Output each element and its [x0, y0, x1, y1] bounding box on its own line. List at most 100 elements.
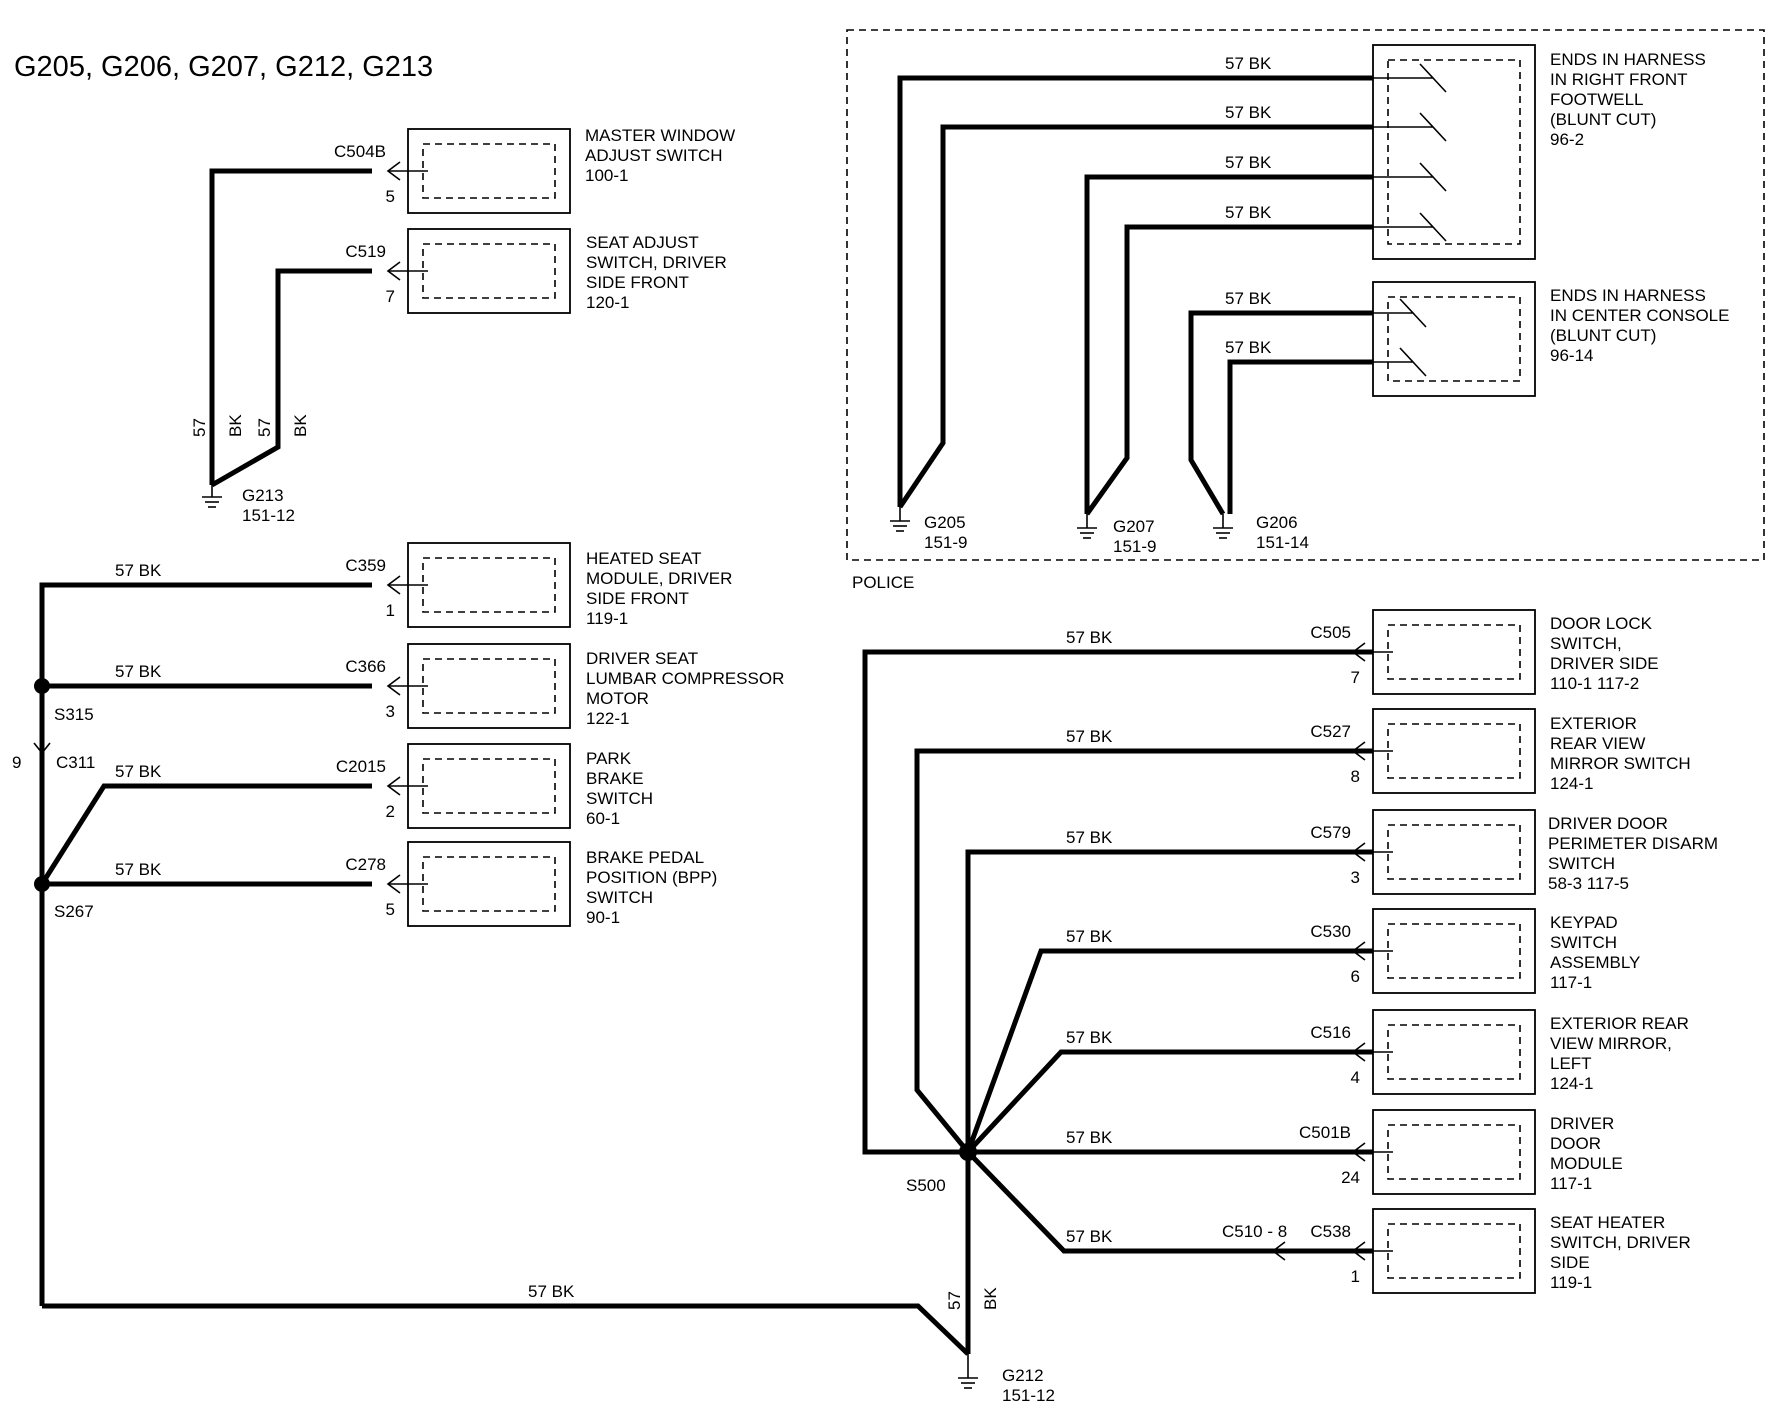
component-box [1372, 1109, 1536, 1195]
component-label-line: LEFT [1550, 1054, 1592, 1073]
s500-circuit: S500 G212 151-12 57 BK C510 - 8 [862, 649, 1373, 1405]
wire-color-code-label: 57 BK [1225, 103, 1272, 122]
connector-pin: 5 [386, 900, 395, 919]
component-label-line: DOOR [1550, 1134, 1601, 1153]
component-label-line: DOOR LOCK [1550, 614, 1653, 633]
svg-text:FOOTWELL: FOOTWELL [1550, 90, 1644, 109]
connector-label: C359 [345, 556, 386, 575]
component-box [1372, 1009, 1536, 1095]
connector-pin: 24 [1341, 1168, 1360, 1187]
component-label-line: 117-1 [1550, 973, 1592, 992]
wire-color-code-label: 57 BK [115, 860, 162, 879]
connector-label: C579 [1310, 823, 1351, 842]
component-box [407, 841, 571, 927]
connector-label: C538 [1310, 1222, 1351, 1241]
component-label-line: SIDE FRONT [586, 273, 689, 292]
connector-pin: 1 [386, 601, 395, 620]
component-label-line: SIDE FRONT [586, 589, 689, 608]
connector-pin: 4 [1351, 1068, 1360, 1087]
component-label-line: VIEW MIRROR, [1550, 1034, 1672, 1053]
component-box [407, 743, 571, 829]
splice-s500 [959, 1143, 977, 1161]
wire-door-lock [862, 649, 1373, 1155]
wire-g207-b [1084, 224, 1373, 516]
connector-pin: 5 [386, 187, 395, 206]
wire-seat-adjust [210, 268, 372, 488]
svg-text:96-2: 96-2 [1550, 130, 1584, 149]
svg-text:96-14: 96-14 [1550, 346, 1593, 365]
component-inner-dashed [1387, 824, 1521, 880]
wire-color-code-label: 57 BK [1066, 927, 1113, 946]
component-label-line: DRIVER [1550, 1114, 1614, 1133]
connector-label: C505 [1310, 623, 1351, 642]
connector-label: C501B [1299, 1123, 1351, 1142]
component-label-line: SWITCH, DRIVER [586, 253, 727, 272]
component-label-line: MODULE, DRIVER [586, 569, 732, 588]
component-box [407, 228, 571, 314]
component-label-line: SEAT HEATER [1550, 1213, 1665, 1232]
component-inner-dashed [422, 557, 556, 613]
component-label-line: SWITCH, DRIVER [1550, 1233, 1691, 1252]
ground-symbol [202, 485, 222, 508]
wire-id-label: 57 [945, 1291, 964, 1310]
component-label-line: 110-1 117-2 [1550, 674, 1639, 693]
wire-g207-a [1084, 174, 1373, 514]
connector-label: C366 [345, 657, 386, 676]
component-box [1372, 1208, 1536, 1294]
ground-ref-g205: 151-9 [924, 533, 967, 552]
wire-g205-a [897, 75, 1373, 507]
component-label-rf-footwell: ENDS IN HARNESS IN RIGHT FRONT FOOTWELL … [1550, 50, 1706, 149]
component-inner-dashed [422, 758, 556, 814]
component-label-line: EXTERIOR [1550, 714, 1637, 733]
component-label-line: BRAKE [586, 769, 644, 788]
ground-label-g207: G207 [1113, 517, 1155, 536]
component-label-line: MIRROR SWITCH [1550, 754, 1691, 773]
connector-label: C519 [345, 242, 386, 261]
component-inner-dashed [1387, 624, 1521, 680]
connector-label: C516 [1310, 1023, 1351, 1042]
ground-ref-g206: 151-14 [1256, 533, 1309, 552]
component-label-line: 124-1 [1550, 1074, 1593, 1093]
connector-pin: 7 [386, 287, 395, 306]
ground-symbol [958, 1354, 978, 1389]
component-label-line: REAR VIEW [1550, 734, 1645, 753]
component-label-line: 122-1 [586, 709, 629, 728]
connector-pin: 7 [1351, 668, 1360, 687]
svg-text:IN RIGHT FRONT: IN RIGHT FRONT [1550, 70, 1688, 89]
component-label-line: HEATED SEAT [586, 549, 702, 568]
wire-color-label: BK [291, 414, 310, 437]
ground-symbol [890, 507, 910, 532]
component-label-line: LUMBAR COMPRESSOR [586, 669, 784, 688]
component-label-line: DRIVER SEAT [586, 649, 698, 668]
connector-label: C530 [1310, 922, 1351, 941]
component-label-center-console: ENDS IN HARNESS IN CENTER CONSOLE (BLUNT… [1550, 286, 1729, 365]
splice-s315 [34, 678, 50, 694]
svg-text:(BLUNT CUT): (BLUNT CUT) [1550, 110, 1656, 129]
wire-color-code-label: 57 BK [1066, 628, 1113, 647]
connector-pin: 6 [1351, 967, 1360, 986]
connector-label-c311: C311 [56, 753, 95, 772]
svg-text:ENDS IN HARNESS: ENDS IN HARNESS [1550, 50, 1706, 69]
wire-color-code-label: 57 BK [115, 762, 162, 781]
component-box [1372, 908, 1536, 994]
connector-label: C527 [1310, 722, 1351, 741]
component-label-line: PERIMETER DISARM [1548, 834, 1718, 853]
component-label-line: 124-1 [1550, 774, 1593, 793]
component-label-line: 90-1 [586, 908, 620, 927]
inline-connector-c510 [1271, 1241, 1286, 1261]
police-label: POLICE [852, 573, 914, 592]
wire-heated-seat [39, 582, 372, 751]
wire-color-code-label: 57 BK [528, 1282, 575, 1301]
component-label-line: ASSEMBLY [1550, 953, 1640, 972]
